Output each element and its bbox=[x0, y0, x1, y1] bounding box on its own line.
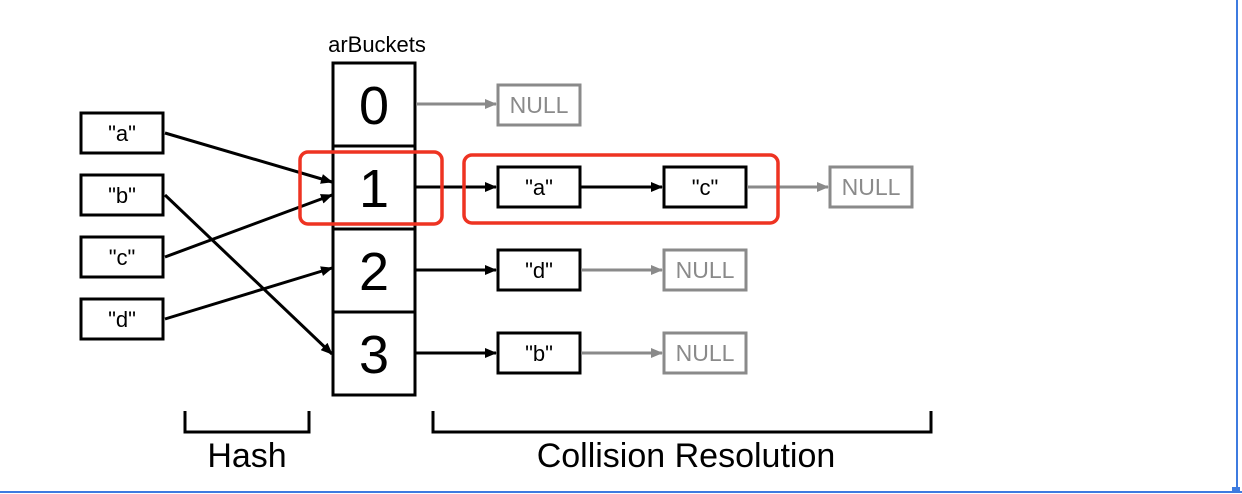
bucket-3: 3 bbox=[331, 310, 417, 397]
null-box-0: NULL bbox=[496, 83, 582, 127]
buckets-title: arBuckets bbox=[328, 32, 426, 57]
key-label: "b" bbox=[108, 183, 136, 208]
bucket-0: 0 bbox=[331, 61, 417, 148]
chain-node-a: "a" bbox=[496, 165, 582, 209]
hash-bracket bbox=[183, 411, 311, 434]
node-label: "c" bbox=[692, 175, 719, 200]
key-label: "d" bbox=[108, 307, 136, 332]
bucket-index: 1 bbox=[359, 159, 389, 219]
key-box-b: "b" bbox=[79, 173, 165, 217]
null-box-3: NULL bbox=[662, 331, 748, 375]
bucket-index: 2 bbox=[359, 242, 389, 302]
bucket-index: 3 bbox=[359, 325, 389, 385]
hash-section-label: Hash bbox=[207, 437, 286, 475]
null-box-2: NULL bbox=[662, 248, 748, 292]
bucket-1: 1 bbox=[331, 144, 417, 231]
node-label: "b" bbox=[525, 341, 553, 366]
frame-corner-handle bbox=[1232, 487, 1240, 493]
null-box-1: NULL bbox=[828, 165, 914, 209]
null-label: NULL bbox=[676, 340, 735, 366]
key-label: "c" bbox=[109, 245, 136, 270]
hash-arrow-d-to-2 bbox=[164, 266, 333, 321]
collision-bracket bbox=[431, 411, 933, 434]
key-box-d: "d" bbox=[79, 297, 165, 341]
chain-node-c: "c" bbox=[662, 165, 748, 209]
bucket-index: 0 bbox=[359, 76, 389, 136]
hash-arrow-b-to-3 bbox=[163, 193, 334, 356]
hash-arrow-a-to-1 bbox=[164, 131, 333, 184]
chain-node-d: "d" bbox=[496, 248, 582, 292]
null-label: NULL bbox=[510, 92, 569, 118]
node-label: "d" bbox=[525, 258, 553, 283]
bucket-2: 2 bbox=[331, 227, 417, 314]
chain-node-b: "b" bbox=[496, 331, 582, 375]
key-label: "a" bbox=[108, 121, 136, 146]
collision-section-label: Collision Resolution bbox=[537, 437, 836, 475]
null-label: NULL bbox=[676, 257, 735, 283]
key-box-c: "c" bbox=[79, 235, 165, 279]
node-label: "a" bbox=[525, 175, 553, 200]
highlight-collision-chain bbox=[462, 153, 780, 225]
null-label: NULL bbox=[842, 174, 901, 200]
key-box-a: "a" bbox=[79, 111, 165, 155]
hash-arrow-c-to-1 bbox=[164, 193, 333, 259]
highlight-bucket-1 bbox=[298, 150, 444, 226]
